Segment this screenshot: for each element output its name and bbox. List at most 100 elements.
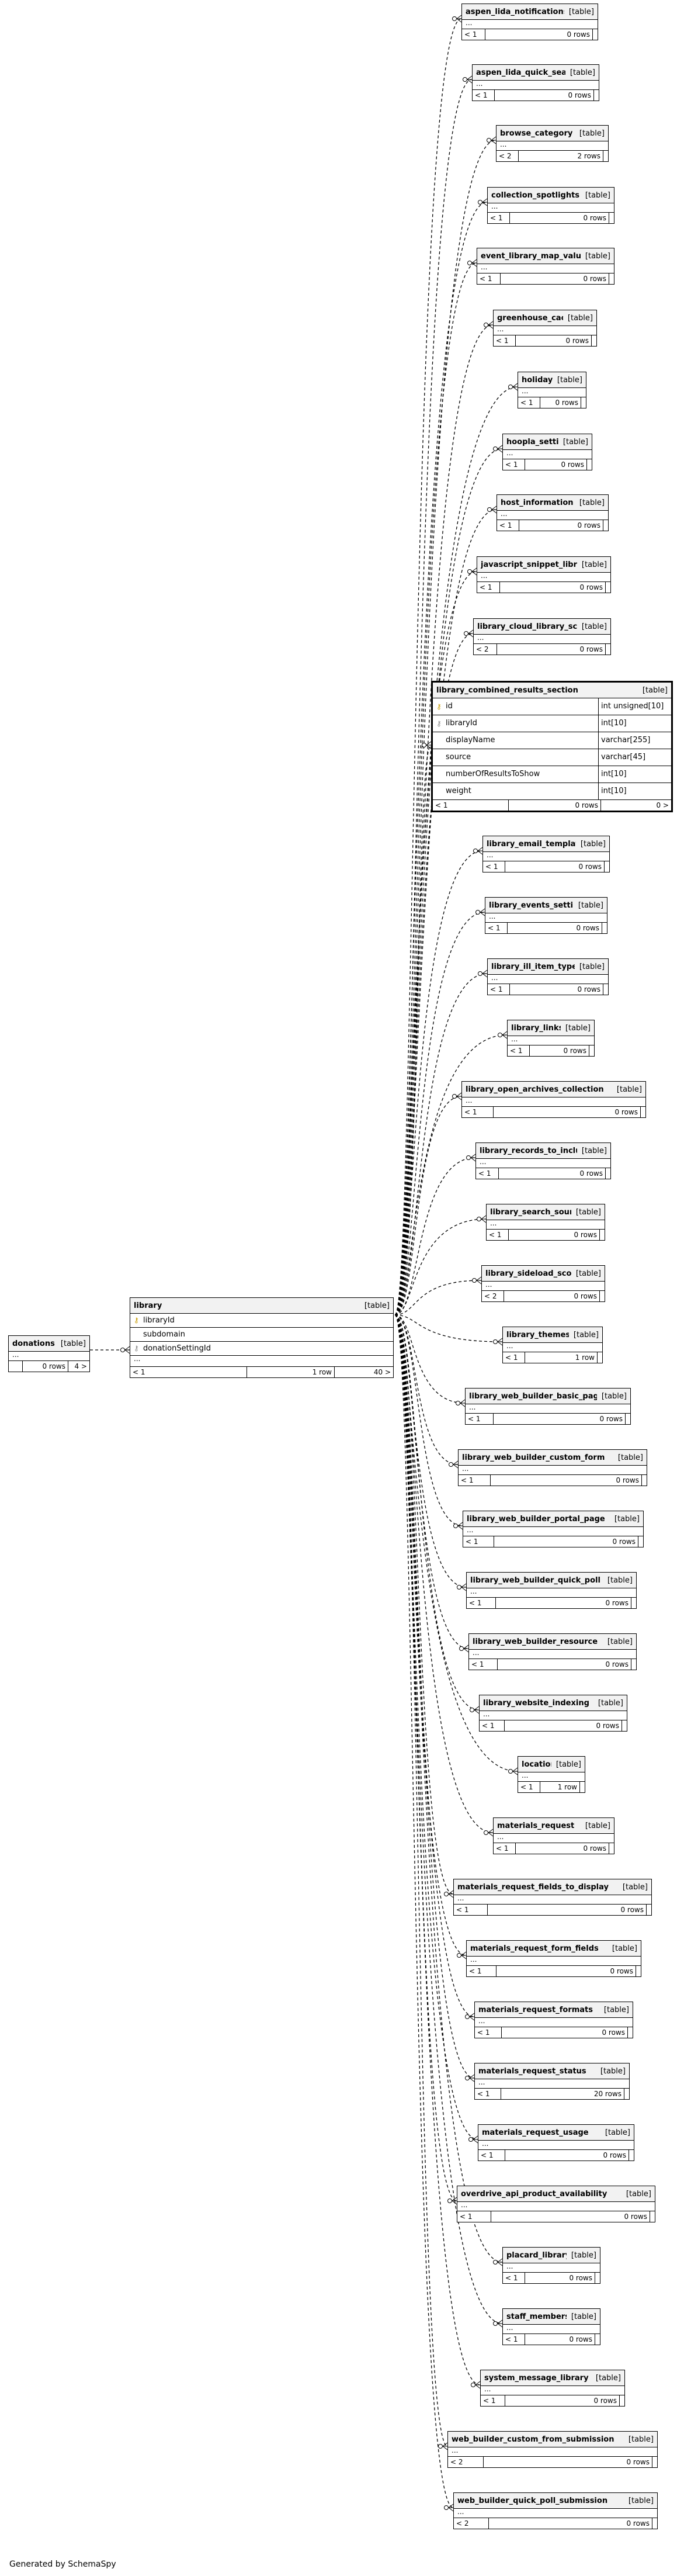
columns-ellipsis: ... — [475, 2017, 633, 2027]
table-library[interactable]: library [table] ⚷libraryId subdomain ⚷do… — [130, 1297, 394, 1378]
table-library-web-builder-basic-page[interactable]: library_web_builder_basic_page[table]...… — [465, 1388, 631, 1425]
table-name[interactable]: holiday — [522, 375, 553, 385]
children-count: < 1 — [481, 2395, 505, 2406]
table-name[interactable]: hoopla_settings — [506, 437, 558, 446]
columns-ellipsis: ... — [488, 974, 608, 984]
table-name[interactable]: library_web_builder_portal_page — [467, 1514, 605, 1524]
table-name[interactable]: greenhouse_cache — [497, 313, 563, 323]
table-donations[interactable]: donations [table] ... 0 rows 4 > — [8, 1335, 90, 1372]
table-name[interactable]: donations — [12, 1339, 55, 1348]
table-library-sideload-scopes[interactable]: library_sideload_scopes[table]...< 20 ro… — [481, 1265, 605, 1302]
primary-key-icon: ⚷ — [134, 1316, 139, 1324]
table-web-builder-quick-poll-submission[interactable]: web_builder_quick_poll_submission[table]… — [453, 2492, 658, 2529]
table-materials-request-form-fields[interactable]: materials_request_form_fields[table]...<… — [466, 1940, 641, 1977]
table-name[interactable]: library_web_builder_quick_poll — [470, 1576, 600, 1585]
table-web-builder-custom-from-submission[interactable]: web_builder_custom_from_submission[table… — [447, 2431, 658, 2468]
table-name[interactable]: library_web_builder_resource — [473, 1637, 598, 1646]
table-name[interactable]: library_events_setting — [489, 901, 574, 910]
table-kind: [table] — [579, 498, 605, 507]
table-name[interactable]: materials_request_status — [478, 2066, 586, 2076]
table-kind: [table] — [60, 1339, 86, 1348]
table-name[interactable]: library_web_builder_custom_form — [462, 1453, 605, 1462]
table-library-search-source[interactable]: library_search_source[table]...< 10 rows — [486, 1204, 605, 1241]
table-library-web-builder-quick-poll[interactable]: library_web_builder_quick_poll[table]...… — [466, 1572, 637, 1609]
table-name[interactable]: library_search_source — [490, 1207, 571, 1217]
parent-count — [606, 644, 610, 655]
table-name[interactable]: aspen_lida_quick_searches — [476, 68, 565, 77]
table-name[interactable]: system_message_library — [484, 2373, 589, 2383]
table-library-open-archives-collection[interactable]: library_open_archives_collection[table].… — [461, 1081, 646, 1118]
table-name[interactable]: library_ill_item_type — [491, 962, 575, 971]
table-header: aspen_lida_quick_searches[table] — [473, 65, 599, 81]
table-name[interactable]: location — [522, 1760, 551, 1769]
table-library-events-setting[interactable]: library_events_setting[table]...< 10 row… — [485, 897, 607, 934]
table-name[interactable]: library_records_to_include — [480, 1146, 577, 1155]
table-name[interactable]: library_email_template — [487, 839, 576, 849]
row-count: 1 row — [525, 1352, 598, 1363]
table-name[interactable]: library_website_indexing — [483, 1698, 589, 1708]
table-javascript-snippet-library[interactable]: javascript_snippet_library[table]...< 10… — [477, 556, 611, 593]
table-name[interactable]: library_web_builder_basic_page — [469, 1391, 597, 1401]
table-library-web-builder-resource[interactable]: library_web_builder_resource[table]...< … — [468, 1633, 637, 1670]
table-library-cloud-library-scope[interactable]: library_cloud_library_scope[table]...< 2… — [473, 618, 611, 655]
parent-count: 4 > — [74, 1362, 87, 1370]
table-aspen-lida-notifications-library[interactable]: aspen_lida_notifications_library[table].… — [461, 4, 598, 40]
table-name[interactable]: host_information — [501, 498, 574, 507]
columns-ellipsis: ... — [494, 326, 596, 335]
row-count: 0 rows — [489, 2518, 652, 2529]
table-name[interactable]: web_builder_quick_poll_submission — [457, 2496, 608, 2505]
table-name[interactable]: placard_library — [506, 2250, 567, 2260]
parent-count — [587, 459, 592, 470]
table-name[interactable]: materials_request_formats — [478, 2005, 593, 2014]
table-name[interactable]: library_open_archives_collection — [466, 1085, 604, 1094]
table-name[interactable]: library_themes — [506, 1330, 569, 1339]
table-name[interactable]: library_sideload_scopes — [485, 1269, 571, 1278]
table-name[interactable]: library_cloud_library_scope — [477, 622, 577, 631]
children-count: < 1 — [503, 1352, 525, 1363]
table-name[interactable]: library — [134, 1301, 162, 1310]
table-name[interactable]: materials_request_usage — [482, 2128, 589, 2137]
table-library-records-to-include[interactable]: library_records_to_include[table]...< 10… — [475, 1142, 611, 1179]
table-library-web-builder-portal-page[interactable]: library_web_builder_portal_page[table]..… — [463, 1511, 644, 1547]
table-aspen-lida-quick-searches[interactable]: aspen_lida_quick_searches[table]...< 10 … — [472, 64, 599, 101]
table-name[interactable]: materials_request — [497, 1821, 575, 1830]
table-materials-request-fields-to-display[interactable]: materials_request_fields_to_display[tabl… — [453, 1879, 652, 1916]
table-name[interactable]: library_combined_results_section — [436, 685, 578, 695]
table-name[interactable]: collection_spotlights — [491, 191, 580, 200]
table-name[interactable]: overdrive_api_product_availability — [461, 2189, 607, 2198]
table-library-combined-results-section[interactable]: library_combined_results_section [table]… — [431, 681, 673, 812]
table-name[interactable]: browse_category — [500, 129, 573, 138]
table-name[interactable]: web_builder_custom_from_submission — [452, 2435, 614, 2444]
table-name[interactable]: materials_request_form_fields — [470, 1944, 599, 1953]
table-overdrive-api-product-availability[interactable]: overdrive_api_product_availability[table… — [457, 2186, 655, 2222]
table-name[interactable]: library_links — [511, 1023, 561, 1033]
table-name[interactable]: materials_request_fields_to_display — [457, 1882, 609, 1892]
table-name[interactable]: aspen_lida_notifications_library — [466, 7, 564, 16]
table-hoopla-settings[interactable]: hoopla_settings[table]...< 10 rows — [502, 434, 592, 470]
table-name[interactable]: event_library_map_values — [481, 251, 581, 261]
table-greenhouse-cache[interactable]: greenhouse_cache[table]...< 10 rows — [493, 310, 597, 347]
table-name[interactable]: javascript_snippet_library — [481, 560, 577, 569]
table-location[interactable]: location[table]...< 11 row — [518, 1756, 585, 1793]
parent-count — [628, 2027, 633, 2038]
relationship-line — [394, 1314, 503, 2324]
table-library-web-builder-custom-form[interactable]: library_web_builder_custom_form[table]..… — [458, 1449, 647, 1486]
table-name[interactable]: staff_members — [506, 2312, 567, 2321]
